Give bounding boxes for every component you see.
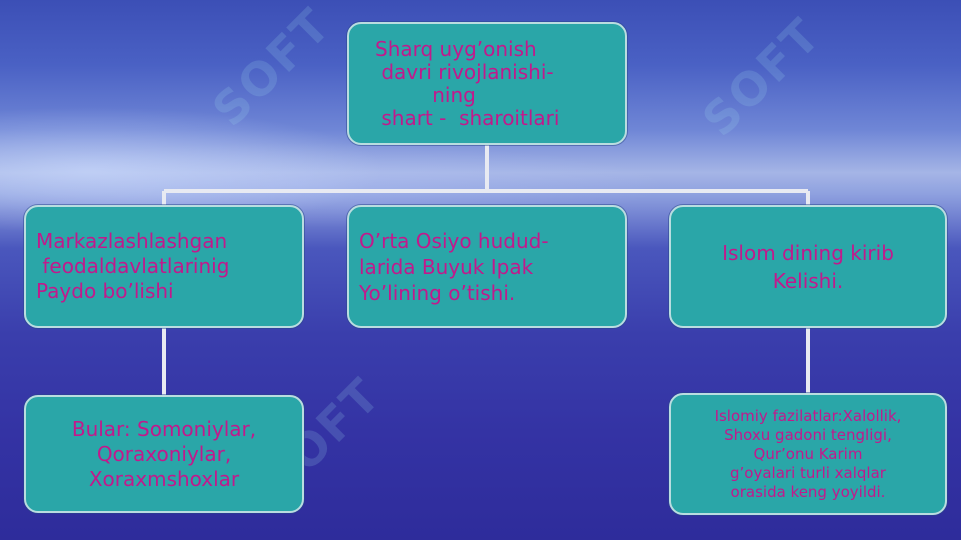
child-node-text: Islom dining kirib Kelishi. xyxy=(722,240,894,293)
grandchild-node-text: Islomiy fazilatlar:Xalollik, Shoxu gadon… xyxy=(714,406,902,501)
child-node-text: O’rta Osiyo hudud- larida Buyuk Ipak Yo’… xyxy=(359,228,549,305)
root-node-text: Sharq uyg’onish davri rivojlanishi- ning… xyxy=(375,36,560,130)
grandchild-node-text: Bular: Somoniylar, Qoraxoniylar, Xoraxms… xyxy=(71,416,257,491)
child-node-centralized-states: Markazlashlashgan feodaldavlatlarinig Pa… xyxy=(24,205,304,328)
root-node: Sharq uyg’onish davri rivojlanishi- ning… xyxy=(347,22,627,145)
child-node-silk-road: O’rta Osiyo hudud- larida Buyuk Ipak Yo’… xyxy=(347,205,627,328)
child-node-text: Markazlashlashgan feodaldavlatlarinig Pa… xyxy=(36,229,230,303)
grandchild-node-islamic-virtues: Islomiy fazilatlar:Xalollik, Shoxu gadon… xyxy=(669,393,947,515)
grandchild-node-dynasties: Bular: Somoniylar, Qoraxoniylar, Xoraxms… xyxy=(24,395,304,513)
child-node-islam: Islom dining kirib Kelishi. xyxy=(669,205,947,328)
